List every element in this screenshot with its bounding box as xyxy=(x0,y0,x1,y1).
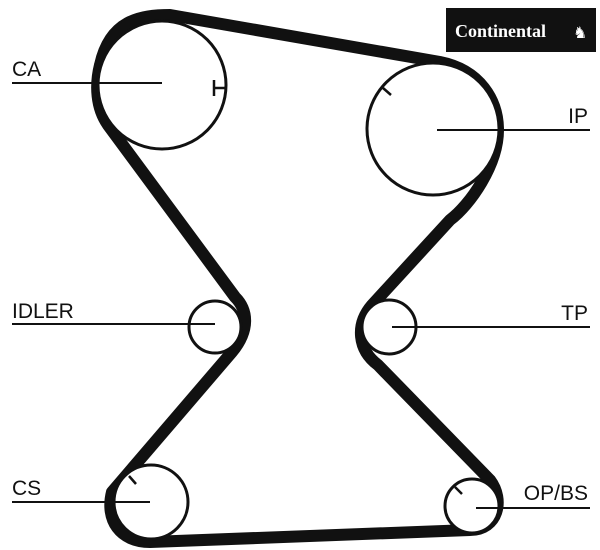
opbs-timing-mark xyxy=(454,486,463,495)
continental-logo: Continental ♞ xyxy=(446,8,596,52)
logo-text: Continental xyxy=(455,21,546,41)
logo-background xyxy=(446,8,596,52)
cs-timing-mark xyxy=(128,475,137,485)
ip-timing-mark xyxy=(382,87,392,96)
tp-label: TP xyxy=(561,302,588,325)
idler-label: IDLER xyxy=(12,300,74,323)
cs-label: CS xyxy=(12,477,41,500)
horse-icon: ♞ xyxy=(573,23,587,42)
ca-pulley xyxy=(96,19,228,151)
idler-pulley xyxy=(187,299,243,355)
opbs-pulley xyxy=(443,477,501,535)
opbs-label: OP/BS xyxy=(524,482,588,505)
ip-label: IP xyxy=(568,105,588,128)
ca-label: CA xyxy=(12,58,41,81)
